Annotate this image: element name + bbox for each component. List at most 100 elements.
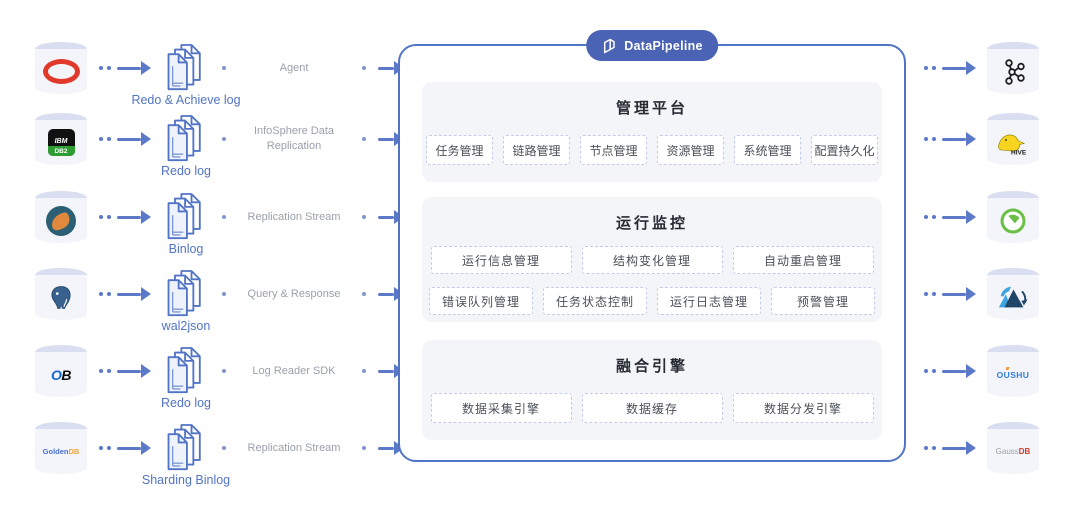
target-row-hive: HIVE (924, 111, 1039, 167)
oceanbase-database-icon: OB (35, 345, 87, 397)
kafka-icon (1005, 58, 1025, 85)
log-label: Redo log (160, 396, 212, 410)
oushu-logo: OUSHU (997, 366, 1030, 380)
dot (362, 137, 366, 141)
brand-name: DataPipeline (624, 38, 703, 53)
module-chip: 运行日志管理 (657, 287, 761, 315)
dot (222, 446, 226, 450)
flow-arrow (378, 61, 404, 75)
log-file-stack: Redo & Achieve log (131, 44, 241, 107)
section-title: 管理平台 (615, 100, 688, 117)
module-chip: 配置持久化 (811, 135, 878, 165)
section-operation-monitoring: 运行监控 运行信息管理 结构变化管理 自动重启管理 错误队列管理 任务状态控制 … (422, 197, 882, 322)
source-row-mysql: Binlog Replication Stream (35, 189, 404, 256)
dot (362, 66, 366, 70)
datapipeline-logo-badge: DataPipeline (586, 30, 718, 61)
flow-arrow (924, 132, 976, 146)
log-label: Binlog (168, 242, 204, 256)
dot (362, 215, 366, 219)
log-label: Redo log (160, 164, 212, 178)
section-title: 运行监控 (615, 215, 688, 232)
module-chip: 节点管理 (580, 135, 647, 165)
target-row-blue-mountain-db (924, 266, 1039, 322)
blue-mountain-icon (998, 286, 1028, 307)
dot (362, 292, 366, 296)
target-row-kafka (924, 40, 1039, 96)
module-chip: 数据缓存 (581, 393, 723, 423)
kafka-database-icon (987, 42, 1039, 94)
dot (362, 369, 366, 373)
flow-arrow (99, 132, 151, 146)
module-chip: 数据分发引擎 (732, 393, 874, 423)
ibm-db2-database-icon: IBM DB2 (35, 113, 87, 165)
oracle-database-icon (35, 42, 87, 94)
flow-arrow (99, 210, 151, 224)
ibm-db2-icon: IBM DB2 (47, 129, 75, 156)
module-chip: 任务管理 (426, 135, 493, 165)
target-row-green-db (924, 189, 1039, 245)
blue-mountain-database-icon (987, 268, 1039, 320)
mysql-database-icon (35, 191, 87, 243)
module-chip: 任务状态控制 (543, 287, 647, 315)
flow-arrow (378, 441, 404, 455)
flow-arrow (924, 210, 976, 224)
target-row-oushu: OUSHU (924, 343, 1039, 399)
module-chip: 错误队列管理 (429, 287, 533, 315)
module-chip: 预警管理 (771, 287, 875, 315)
svg-text:HIVE: HIVE (1011, 149, 1027, 156)
section-management-platform: 管理平台 任务管理 链路管理 节点管理 资源管理 系统管理 配置持久化 (422, 82, 882, 182)
flow-arrow (378, 364, 404, 378)
dot (222, 137, 226, 141)
oushu-database-icon: OUSHU (987, 345, 1039, 397)
flow-arrow (924, 61, 976, 75)
flow-arrow (99, 364, 151, 378)
flow-arrow (924, 287, 976, 301)
datapipeline-platform-box: DataPipeline 管理平台 任务管理 链路管理 节点管理 资源管理 系统… (398, 30, 906, 462)
green-gauge-icon (1000, 208, 1026, 233)
module-chip: 系统管理 (734, 135, 801, 165)
source-row-goldendb: GoldenDB Sharding Binlog Replication Str… (35, 420, 404, 487)
source-row-db2: IBM DB2 Redo log InfoSphere Data Replica… (35, 111, 404, 178)
log-file-stack: wal2json (162, 270, 210, 333)
flow-arrow (378, 287, 404, 301)
flow-arrow (99, 61, 151, 75)
section-title: 融合引擎 (615, 358, 688, 375)
source-row-oceanbase: OB Redo log Log Reader SDK (35, 343, 404, 410)
source-row-postgresql: wal2json Query & Response (35, 266, 404, 333)
goldendb-database-icon: GoldenDB (35, 422, 87, 474)
datapipeline-icon (603, 38, 615, 53)
dot (222, 292, 226, 296)
channel-label: Agent (279, 61, 309, 74)
mysql-icon (46, 205, 76, 236)
log-label: Redo & Achieve log (131, 93, 241, 107)
green-gauge-database-icon (987, 191, 1039, 243)
postgresql-icon (51, 285, 71, 309)
log-file-stack: Sharding Binlog (142, 424, 230, 487)
log-file-stack: Binlog (162, 193, 210, 256)
goldendb-icon: GoldenDB (42, 447, 80, 456)
oceanbase-icon: OB (50, 366, 71, 383)
dot (222, 215, 226, 219)
hive-icon: HIVE (998, 134, 1027, 156)
flow-arrow (378, 210, 404, 224)
channel-label: Log Reader SDK (252, 364, 336, 377)
module-chip: 结构变化管理 (581, 246, 723, 274)
section-fusion-engine: 融合引擎 数据采集引擎 数据缓存 数据分发引擎 (422, 340, 882, 440)
channel-label: Query & Response (247, 287, 341, 300)
flow-arrow (924, 364, 976, 378)
log-file-stack: Redo log (161, 115, 211, 178)
channel-label: Replication Stream (247, 210, 341, 223)
gaussdb-logo: GaussDB (995, 447, 1031, 456)
postgresql-database-icon (35, 268, 87, 320)
channel-label: Replication Stream (247, 441, 341, 454)
flow-arrow (99, 441, 151, 455)
flow-arrow (378, 132, 404, 146)
dot (222, 66, 226, 70)
source-row-oracle: Redo & Achieve log Agent (35, 40, 404, 107)
oracle-icon (42, 59, 80, 84)
log-file-stack: Redo log (161, 347, 211, 410)
module-chip: 数据采集引擎 (430, 393, 572, 423)
flow-arrow (924, 441, 976, 455)
gaussdb-database-icon: GaussDB (987, 422, 1039, 474)
